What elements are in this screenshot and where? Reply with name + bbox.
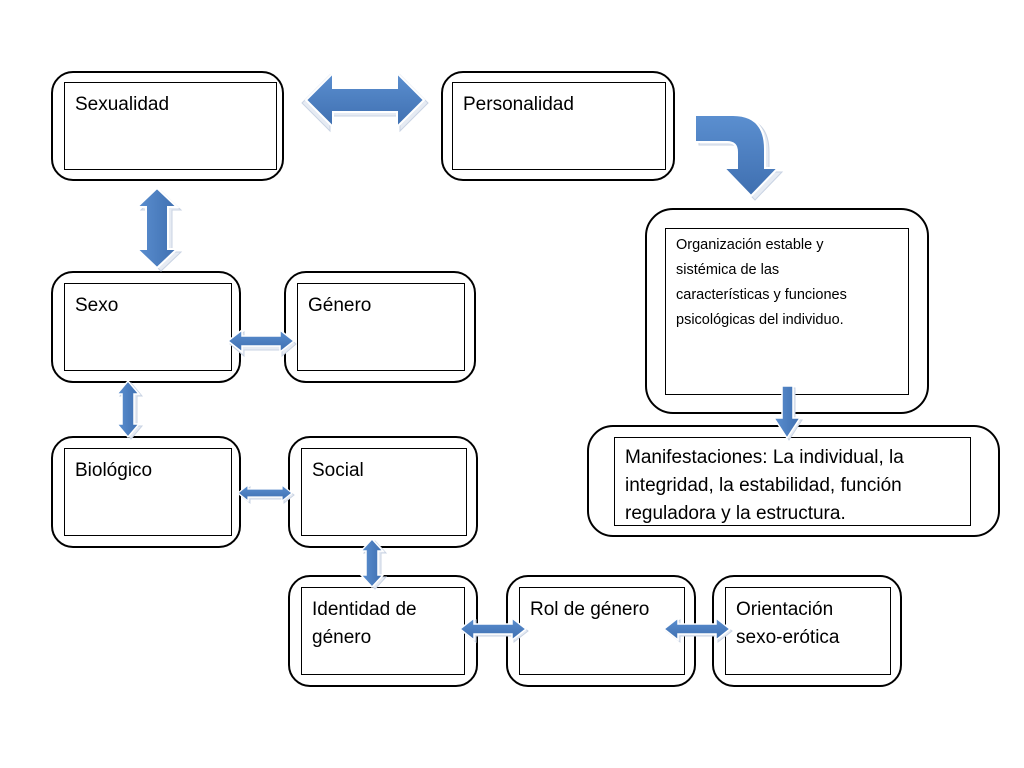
social-identidad-arrow	[359, 537, 388, 590]
sexualidad-sexo-arrow	[134, 186, 183, 272]
manifestaciones-text: Manifestaciones: La individual, la integ…	[625, 447, 904, 524]
sexualidad-inner: Sexualidad	[64, 82, 277, 170]
social-inner: Social	[301, 448, 467, 536]
personalidad-definicion-node: Organización estable y sistémica de las …	[645, 208, 929, 414]
personalidad-definicion-text: Organización estable y sistémica de las …	[676, 237, 847, 328]
personalidad-inner: Personalidad	[452, 82, 666, 170]
orientacion-label: Orientación sexo-erótica	[736, 599, 840, 648]
sexualidad-personalidad-arrow	[301, 70, 429, 133]
personalidad-label: Personalidad	[463, 94, 574, 115]
sexualidad-label: Sexualidad	[75, 94, 170, 115]
sexo-label: Sexo	[75, 295, 119, 316]
sexo-biologico-arrow	[115, 379, 144, 440]
social-node: Social	[288, 436, 478, 548]
sexualidad-node: Sexualidad	[51, 71, 284, 181]
social-label: Social	[312, 460, 364, 481]
genero-label: Género	[308, 295, 372, 316]
genero-node: Género	[284, 271, 476, 383]
biologico-social-arrow	[237, 483, 295, 505]
orientacion-inner: Orientación sexo-erótica	[725, 587, 891, 675]
biologico-label: Biológico	[75, 460, 153, 481]
rol-genero-inner: Rol de género	[519, 587, 685, 675]
rol-orientacion-arrow	[662, 616, 733, 644]
identidad-genero-label: Identidad de género	[312, 599, 417, 648]
personalidad-definicion-curved-arrow	[694, 114, 784, 201]
definicion-manifestaciones-arrow	[772, 385, 803, 441]
manifestaciones-inner: Manifestaciones: La individual, la integ…	[614, 437, 971, 526]
sexo-genero-arrow	[226, 328, 297, 358]
manifestaciones-node: Manifestaciones: La individual, la integ…	[587, 425, 1000, 537]
orientacion-node: Orientación sexo-erótica	[712, 575, 902, 687]
sexo-node: Sexo	[51, 271, 241, 383]
genero-inner: Género	[297, 283, 465, 371]
biologico-inner: Biológico	[64, 448, 232, 536]
identidad-rol-arrow	[458, 616, 529, 644]
personalidad-node: Personalidad	[441, 71, 675, 181]
rol-genero-label: Rol de género	[530, 599, 650, 620]
sexo-inner: Sexo	[64, 283, 232, 371]
